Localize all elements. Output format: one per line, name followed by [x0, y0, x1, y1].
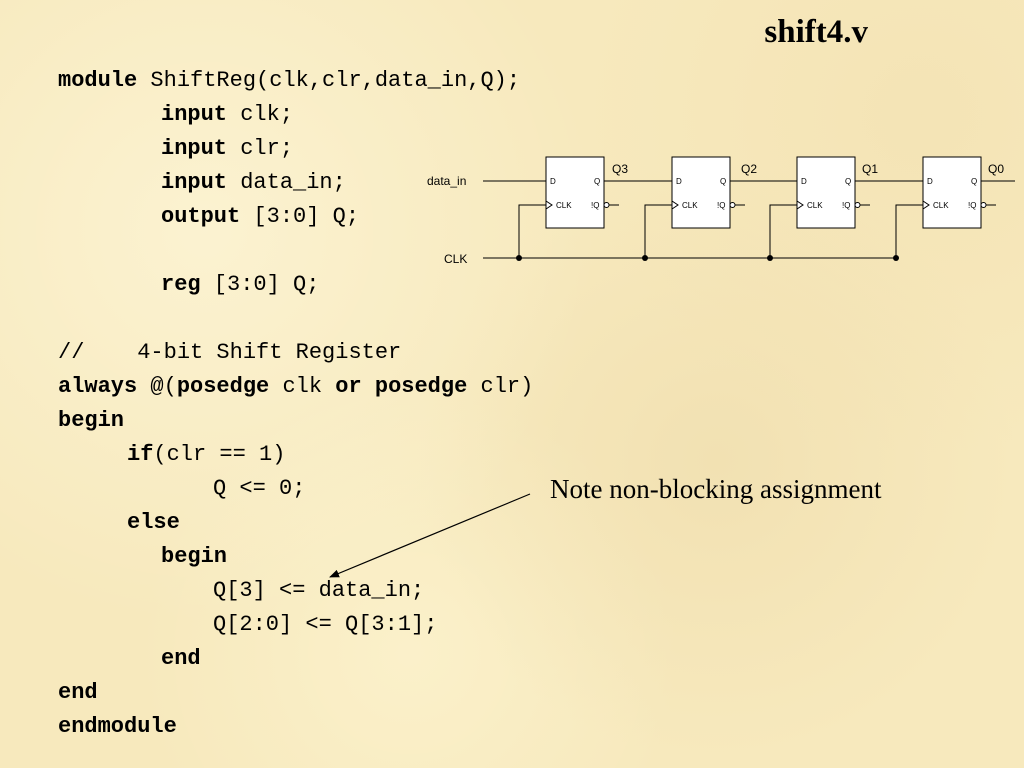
keyword-begin: begin [161, 544, 228, 569]
output-label-q0: Q0 [988, 162, 1004, 176]
flip-flop-body [545, 156, 605, 229]
inversion-bubble-icon [729, 202, 736, 208]
flip-flop-q1: D Q CLK !Q Q1 [767, 156, 923, 261]
keyword-if: if [127, 442, 154, 467]
output-label-q3: Q3 [612, 162, 628, 176]
clr-declaration: clr; [227, 136, 294, 161]
output-label-q2: Q2 [741, 162, 757, 176]
code-line-input-clk: input clk; [58, 98, 533, 132]
ff-qbar-pin: !Q [968, 201, 976, 210]
code-line-q3-assign: Q[3] <= data_in; [213, 578, 425, 603]
data-in-label: data_in [427, 174, 466, 188]
code-line-else: else [58, 506, 533, 540]
ff-q-pin: Q [594, 177, 600, 186]
clk-branch-wire [895, 204, 923, 258]
code-line-reg: reg [3:0] Q; [58, 268, 533, 302]
clk-label: CLK [444, 252, 467, 266]
ff-clk-pin: CLK [682, 201, 698, 210]
keyword-module: module [58, 68, 138, 93]
module-signature: ShiftReg(clk,clr,data_in,Q); [137, 68, 521, 93]
code-line-end: end [58, 676, 533, 710]
slide-title: shift4.v [764, 14, 868, 50]
keyword-posedge: posedge [374, 374, 468, 399]
keyword-reg: reg [161, 272, 201, 297]
code-line-input-data-in: input data_in; [58, 166, 533, 200]
ff-qbar-pin: !Q [591, 201, 599, 210]
flip-flop-q0: D Q CLK !Q Q0 [893, 156, 1015, 261]
flip-flop-body [671, 156, 731, 229]
inversion-bubble-icon [603, 202, 610, 208]
ff-d-pin: D [927, 177, 933, 186]
keyword-always: always [58, 374, 138, 399]
code-line-input-clr: input clr; [58, 132, 533, 166]
keyword-endmodule: endmodule [58, 714, 177, 739]
code-line-inner-begin: begin [58, 540, 533, 574]
code-line-begin: begin [58, 404, 533, 438]
flip-flop-body [796, 156, 856, 229]
inversion-bubble-icon [854, 202, 861, 208]
flip-flop-q3: D Q CLK !Q Q3 [516, 156, 672, 261]
reg-declaration: [3:0] Q; [200, 272, 320, 297]
code-line-if: if(clr == 1) [58, 438, 533, 472]
keyword-input: input [161, 170, 228, 195]
clock-triangle-icon [922, 200, 930, 210]
keyword-else: else [127, 510, 180, 535]
keyword-end: end [58, 680, 98, 705]
output-declaration: [3:0] Q; [240, 204, 360, 229]
clock-triangle-icon [796, 200, 804, 210]
junction-dot [516, 255, 522, 261]
code-comment: // 4-bit Shift Register [58, 340, 402, 365]
junction-dot [642, 255, 648, 261]
ff-clk-pin: CLK [933, 201, 949, 210]
ff-clk-pin: CLK [807, 201, 823, 210]
code-line-always: always @(posedge clk or posedge clr) [58, 370, 533, 404]
clk-branch-wire [518, 204, 546, 258]
code-block: module ShiftReg(clk,clr,data_in,Q); inpu… [58, 64, 533, 744]
clk-reference: clk [269, 374, 336, 399]
keyword-output: output [161, 204, 241, 229]
flip-flop-body [922, 156, 982, 229]
code-line-output: output [3:0] Q; [58, 200, 533, 234]
junction-dot [893, 255, 899, 261]
output-label-q1: Q1 [862, 162, 878, 176]
always-at: @( [137, 374, 177, 399]
ff-q-pin: Q [971, 177, 977, 186]
keyword-begin: begin [58, 408, 125, 433]
ff-d-pin: D [550, 177, 556, 186]
if-condition: (clr == 1) [153, 442, 286, 467]
inversion-bubble-icon [980, 202, 987, 208]
code-line-endmodule: endmodule [58, 710, 533, 744]
junction-dot [767, 255, 773, 261]
keyword-posedge: posedge [176, 374, 270, 399]
ff-qbar-pin: !Q [842, 201, 850, 210]
ff-clk-pin: CLK [556, 201, 572, 210]
ff-qbar-pin: !Q [717, 201, 725, 210]
data-in-declaration: data_in; [227, 170, 346, 195]
code-line-q20-assign: Q[2:0] <= Q[3:1]; [213, 612, 438, 637]
ff-q-pin: Q [845, 177, 851, 186]
ff-d-pin: D [801, 177, 807, 186]
keyword-end: end [161, 646, 201, 671]
code-line-q-reset: Q <= 0; [213, 476, 306, 501]
clr-reference: clr) [467, 374, 534, 399]
clk-branch-wire [644, 204, 672, 258]
flip-flop-q2: D Q CLK !Q Q2 [642, 156, 797, 261]
clk-branch-wire [769, 204, 797, 258]
ff-d-pin: D [676, 177, 682, 186]
code-line-module: module ShiftReg(clk,clr,data_in,Q); [58, 64, 533, 98]
keyword-input: input [161, 102, 228, 127]
keyword-input: input [161, 136, 228, 161]
clk-declaration: clk; [227, 102, 294, 127]
keyword-or: or [335, 374, 362, 399]
code-line-inner-end: end [58, 642, 533, 676]
note-arrow [329, 493, 531, 578]
clock-triangle-icon [671, 200, 679, 210]
clock-triangle-icon [545, 200, 553, 210]
ff-q-pin: Q [720, 177, 726, 186]
note-text: Note non-blocking assignment [550, 474, 882, 504]
